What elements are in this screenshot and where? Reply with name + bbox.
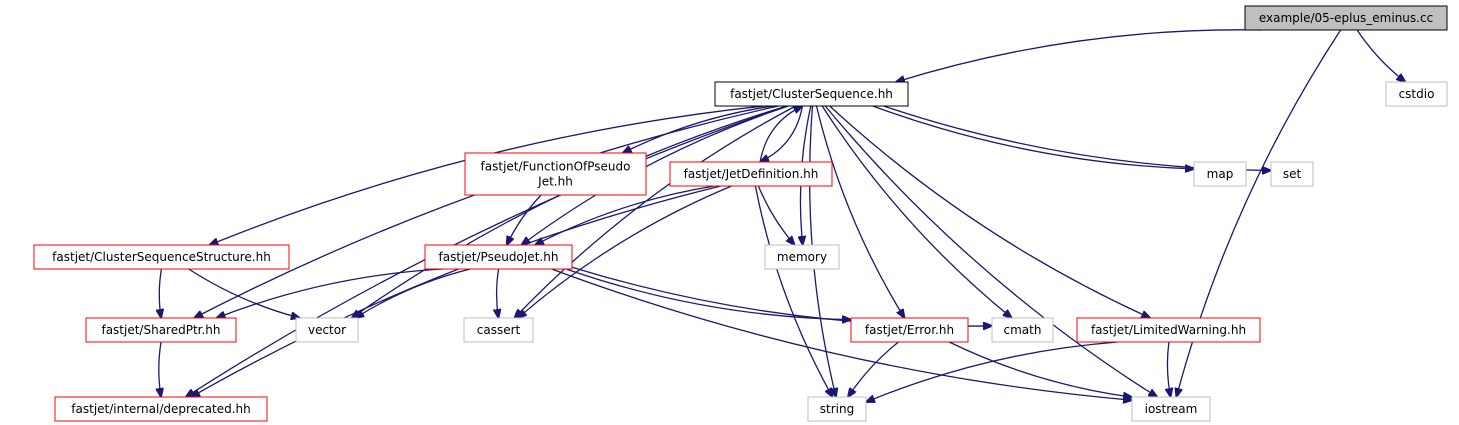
node-dep-box (54, 396, 268, 422)
node-cstdio: cstdio (1385, 81, 1448, 107)
edge-css-to-sp (159, 268, 161, 318)
node-set-box (1270, 161, 1314, 187)
edge-sp-to-dep (159, 341, 161, 397)
node-sp[interactable]: fastjet/SharedPtr.hh (85, 317, 237, 343)
node-jetdef-label: fastjet/JetDefinition.hh (684, 167, 819, 181)
node-root-label: example/05-eplus_eminus.cc (1259, 11, 1433, 25)
edge-error-to-iostream (948, 341, 1132, 397)
edge-jetdef-to-dep (191, 185, 722, 397)
node-jetdef[interactable]: fastjet/JetDefinition.hh (669, 161, 833, 187)
edge-css-to-vector (188, 268, 300, 318)
edge-pj-to-vector (355, 268, 471, 318)
edge-cs-to-cmath (821, 105, 1012, 318)
node-dep[interactable]: fastjet/internal/deprecated.hh (54, 396, 268, 422)
node-dep-label: fastjet/internal/deprecated.hh (71, 402, 250, 416)
node-lw-label: fastjet/LimitedWarning.hh (1091, 323, 1246, 337)
edge-jetdef-to-cassert (518, 185, 732, 318)
node-cstdio-label: cstdio (1399, 87, 1435, 101)
edge-pj-to-error (565, 268, 851, 320)
node-error-box (850, 317, 969, 343)
node-iostream-label: iostream (1145, 402, 1198, 416)
node-root-box (1244, 5, 1448, 31)
edge-jetdef-to-string (754, 185, 832, 397)
edge-cs-to-sp (194, 105, 779, 318)
edge-lw-to-string (866, 341, 1119, 402)
node-cmath-box (991, 317, 1054, 343)
node-cassert: cassert (463, 317, 534, 343)
node-cmath-label: cmath (1004, 323, 1042, 337)
node-memory-label: memory (777, 250, 827, 264)
node-string-box (807, 396, 867, 422)
node-memory-box (764, 244, 840, 270)
node-vector-box (295, 317, 359, 343)
node-cs[interactable]: fastjet/ClusterSequence.hh (714, 81, 909, 107)
edge-jetdef-to-pj (535, 185, 715, 245)
node-vector-label: vector (308, 323, 346, 337)
node-pj-box (424, 244, 573, 270)
edge-root-to-iostream (1176, 29, 1342, 397)
node-cassert-box (463, 317, 534, 343)
node-css-box (33, 244, 290, 270)
node-map-box (1193, 161, 1247, 187)
node-iostream-box (1131, 396, 1211, 422)
node-map: map (1193, 161, 1247, 187)
node-lw[interactable]: fastjet/LimitedWarning.hh (1076, 317, 1261, 343)
node-set-label: set (1283, 167, 1302, 181)
node-set: set (1270, 161, 1314, 187)
edge-cs-to-fopj (623, 105, 774, 153)
edge-lw-to-iostream (1167, 341, 1170, 397)
edge-pj-to-sp (217, 268, 444, 318)
edge-layer (159, 29, 1406, 402)
node-memory: memory (764, 244, 840, 270)
node-layer: example/05-eplus_eminus.cc fastjet/Cluste… (33, 5, 1448, 422)
node-root[interactable]: example/05-eplus_eminus.cc (1244, 5, 1448, 31)
node-map-label: map (1207, 167, 1234, 181)
edge-cs-to-dep (186, 105, 787, 397)
node-css-label: fastjet/ClusterSequenceStructure.hh (52, 250, 271, 264)
edge-fopj-to-pj (507, 194, 542, 245)
edge-pj-to-cassert (497, 268, 499, 318)
node-pj-label: fastjet/PseudoJet.hh (439, 250, 559, 264)
edge-cs-to-pj (522, 105, 789, 245)
node-cassert-label: cassert (477, 323, 521, 337)
node-pj[interactable]: fastjet/PseudoJet.hh (424, 244, 573, 270)
node-iostream: iostream (1131, 396, 1211, 422)
node-string-label: string (820, 402, 854, 416)
node-string: string (807, 396, 867, 422)
node-fopj-box (464, 152, 647, 196)
edge-error-to-string (848, 341, 899, 397)
node-vector: vector (295, 317, 359, 343)
node-cs-label: fastjet/ClusterSequence.hh (730, 87, 893, 101)
node-cs-box (714, 81, 909, 107)
edge-cs-to-lw (829, 105, 1151, 318)
edge-cs-to-error (815, 105, 905, 318)
edge-cs-to-map (872, 105, 1194, 169)
edge-jetdef-to-memory (757, 185, 794, 245)
node-jetdef-box (669, 161, 833, 187)
edge-jetdef-to-cs (759, 106, 802, 163)
node-error[interactable]: fastjet/Error.hh (850, 317, 969, 343)
edge-cs-to-set (883, 105, 1271, 171)
node-sp-box (85, 317, 237, 343)
edge-cs-to-iostream (824, 105, 1157, 397)
node-sp-label: fastjet/SharedPtr.hh (101, 323, 220, 337)
edge-root-to-cstdio (1356, 29, 1405, 82)
edge-pj-to-iostream (551, 268, 1132, 400)
node-error-label: fastjet/Error.hh (865, 323, 954, 337)
node-cmath: cmath (991, 317, 1054, 343)
node-lw-box (1076, 317, 1261, 343)
node-css[interactable]: fastjet/ClusterSequenceStructure.hh (33, 244, 290, 270)
edge-pj-to-cmath (571, 266, 992, 326)
node-cstdio-box (1385, 81, 1448, 107)
edge-root-to-cs (896, 29, 1262, 82)
